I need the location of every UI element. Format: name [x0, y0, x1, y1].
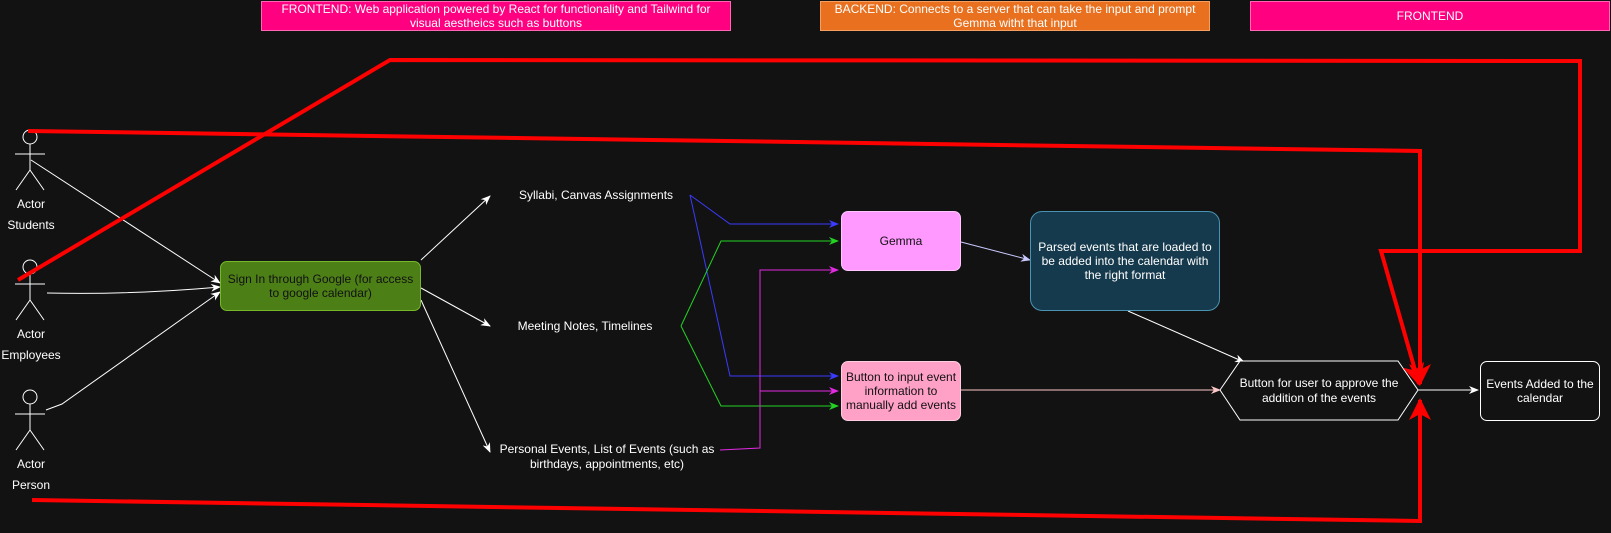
frontend-react-note: FRONTEND: Web application powered by Rea…	[261, 1, 731, 31]
actor-icon-person	[15, 389, 45, 451]
edge-employees-to-signin	[46, 283, 221, 294]
frontend-note: FRONTEND	[1250, 1, 1610, 31]
syllabi-label: Syllabi, Canvas Assignments	[518, 188, 674, 202]
sign-in-google-label: Sign In through Google (for access to go…	[227, 272, 414, 300]
meetings-label: Meeting Notes, Timelines	[517, 319, 653, 333]
events-added-node: Events Added to the calendar	[1480, 361, 1600, 421]
edge-meetings-to-gemma	[680, 237, 839, 327]
edge-personal-to-gemma	[719, 266, 839, 451]
manual-add-events-button[interactable]: Button to input event information to man…	[841, 361, 961, 421]
approve-events-label: Button for user to approve the addition …	[1239, 375, 1399, 405]
edge-syllabi-to-gemma	[689, 194, 839, 228]
backend-note: BACKEND: Connects to a server that can t…	[820, 1, 1210, 31]
gemma-node: Gemma	[841, 211, 961, 271]
edge-signin-to-meetings	[420, 287, 491, 327]
actor-students-name: Students	[7, 218, 55, 232]
personal-events-label: Personal Events, List of Events (such as…	[499, 442, 715, 471]
red-path-person	[31, 398, 1431, 524]
edge-students-to-signin	[30, 159, 221, 284]
manual-add-events-label: Button to input event information to man…	[845, 370, 957, 412]
edge-gemma-to-parsed	[960, 241, 1031, 262]
parsed-events-label: Parsed events that are loaded to be adde…	[1038, 240, 1212, 282]
frontend-react-note-text: FRONTEND: Web application powered by Rea…	[281, 2, 711, 30]
edge-signin-to-syllabi	[420, 195, 491, 261]
red-path-employees	[16, 57, 1582, 386]
edge-person-to-signin	[45, 291, 221, 411]
backend-note-text: BACKEND: Connects to a server that can t…	[834, 2, 1196, 30]
actor-employees-label: Actor	[16, 327, 45, 341]
approve-events-button[interactable]: Button for user to approve the addition …	[1232, 361, 1406, 420]
events-added-label: Events Added to the calendar	[1486, 377, 1594, 405]
edge-syllabi-to-manual	[689, 194, 839, 380]
approve-hexagon-shape	[1219, 360, 1419, 421]
edge-signin-to-personal	[420, 299, 491, 453]
sign-in-google-button[interactable]: Sign In through Google (for access to go…	[220, 261, 421, 311]
actor-students-label: Actor	[16, 197, 45, 211]
actor-icon-students	[15, 129, 45, 191]
parsed-events-node: Parsed events that are loaded to be adde…	[1030, 211, 1220, 311]
frontend-note-text: FRONTEND	[1396, 9, 1464, 23]
edge-meetings-to-manual	[680, 325, 839, 410]
edge-parsed-to-approve	[1127, 310, 1245, 363]
actor-person-label: Actor	[16, 457, 45, 471]
gemma-label: Gemma	[879, 234, 923, 248]
actor-person-name: Person	[11, 478, 51, 492]
actor-employees-name: Employees	[1, 348, 61, 362]
red-path-students	[27, 129, 1431, 386]
